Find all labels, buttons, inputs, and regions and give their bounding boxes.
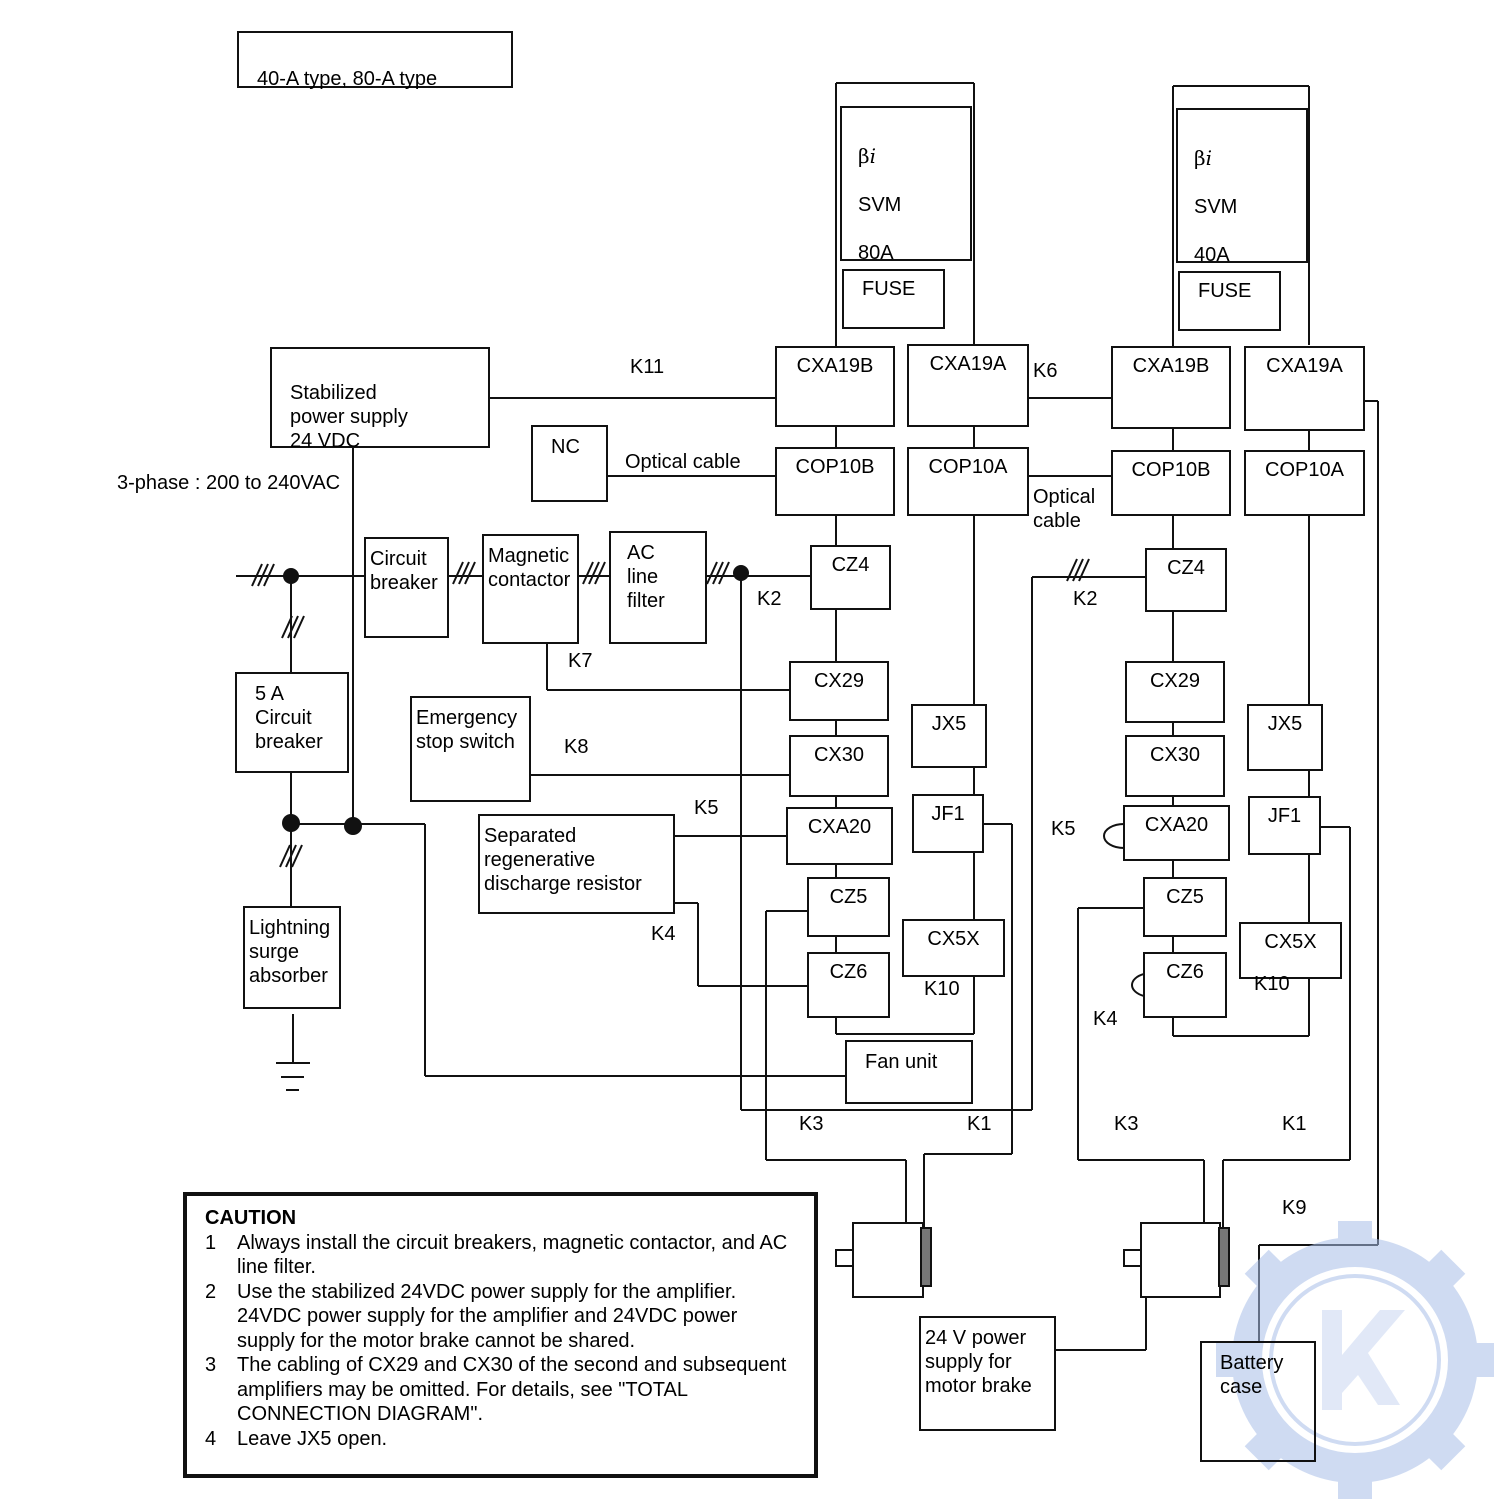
cable-k9-label: K9 [1282,1197,1307,1219]
lightning-surge-absorber: Lightning surge absorber [243,906,341,1009]
cable-k1-label-2: K1 [1282,1113,1307,1135]
cxa19a-40a[interactable]: CXA19A [1244,346,1365,431]
cable-k2-label-1: K2 [757,588,782,610]
cxa19b-40a[interactable]: CXA19B [1111,346,1231,429]
cz5-80a[interactable]: CZ5 [807,877,890,937]
circuit-breaker: Circuit breaker [364,537,449,638]
cz5-40a[interactable]: CZ5 [1143,877,1227,937]
magnetic-contactor: Magnetic contactor [482,534,579,644]
battery-case: Battery case [1200,1341,1316,1462]
cx5x-80a[interactable]: CX5X [902,919,1005,977]
regenerative-discharge-resistor: Separated regenerative discharge resisto… [478,814,675,914]
jx5-80a[interactable]: JX5 [911,704,987,768]
cx30-80a[interactable]: CX30 [789,735,889,797]
motor-brake-power-supply: 24 V power supply for motor brake [919,1316,1056,1431]
cable-k3-label-2: K3 [1114,1113,1139,1135]
cop10b-40a[interactable]: COP10B [1111,450,1231,516]
type-label: 40-A type, 80-A type [257,68,438,90]
cop10a-40a[interactable]: COP10A [1244,450,1365,516]
amplifier-80a-display: βi SVM 80A [840,106,972,264]
cable-k4-label-1: K4 [651,923,676,945]
cable-k1-label-1: K1 [967,1113,992,1135]
jf1-80a[interactable]: JF1 [912,794,984,853]
cable-k10-label-2: K10 [1254,973,1290,995]
three-phase-marks [251,558,1090,868]
caution-box: CAUTION 1 Always install the circuit bre… [183,1192,818,1478]
cz4-40a[interactable]: CZ4 [1145,548,1227,612]
cz6-40a[interactable]: CZ6 [1143,952,1227,1018]
caution-title: CAUTION [205,1207,297,1229]
cable-k4-label-2: K4 [1093,1008,1118,1030]
cxa19a-80a[interactable]: CXA19A [907,344,1029,427]
caution-item: 2 Use the stabilized 24VDC power supply … [205,1280,738,1352]
cable-k3-label-1: K3 [799,1113,824,1135]
cable-k6-label: K6 [1033,360,1058,382]
gear-logo-icon [1216,1221,1494,1499]
three-phase-label: 3-phase : 200 to 240VAC [117,472,341,494]
ac-line-filter: AC line filter [609,531,707,644]
fuse-40a: FUSE [1178,271,1281,331]
cop10a-80a[interactable]: COP10A [907,447,1029,516]
stabilized-power-supply: Stabilized power supply 24 VDC [270,347,490,452]
nc-unit: NC [531,425,608,502]
junction-dots [282,565,749,835]
caution-item: 3 The cabling of CX29 and CX30 of the se… [205,1354,787,1425]
jf1-40a[interactable]: JF1 [1248,796,1321,855]
caution-item: 4 Leave JX5 open. [205,1427,388,1450]
servo-motor-1 [835,1222,932,1298]
cable-k8-label: K8 [564,736,589,758]
cable-k7-label: K7 [568,650,593,672]
cx5x-40a[interactable]: CX5X [1239,922,1342,979]
circuit-breaker-5a: 5 A Circuit breaker [235,672,349,773]
cxa19b-80a[interactable]: CXA19B [775,346,895,427]
cz6-80a[interactable]: CZ6 [807,952,890,1018]
optical-cable-label-2: Optical cable [1033,486,1096,532]
cable-k5-label-2: K5 [1051,818,1076,840]
fan-unit: Fan unit [845,1040,973,1104]
cable-k2-label-2: K2 [1073,588,1098,610]
caution-item: 1 Always install the circuit breakers, m… [205,1231,788,1279]
cable-k11-label: K11 [630,356,665,378]
cx29-80a[interactable]: CX29 [789,661,889,721]
jx5-40a[interactable]: JX5 [1247,704,1323,771]
cop10b-80a[interactable]: COP10B [775,447,895,516]
emergency-stop-switch: Emergency stop switch [410,696,531,802]
servo-motor-2 [1123,1222,1230,1298]
cxa20-80a[interactable]: CXA20 [786,807,893,865]
cable-k10-label-1: K10 [924,978,960,1000]
amplifier-40a-display: βi SVM 40A [1176,108,1308,266]
cz4-80a[interactable]: CZ4 [810,545,891,610]
cx29-40a[interactable]: CX29 [1125,661,1225,723]
optical-cable-label: Optical cable [625,451,741,473]
type-label-box: 40-A type, 80-A type [237,31,513,90]
jumper-loops [1103,823,1145,997]
cxa20-40a[interactable]: CXA20 [1123,805,1230,861]
cable-k5-label-1: K5 [694,797,719,819]
fuse-80a: FUSE [842,269,945,329]
cx30-40a[interactable]: CX30 [1125,735,1225,797]
